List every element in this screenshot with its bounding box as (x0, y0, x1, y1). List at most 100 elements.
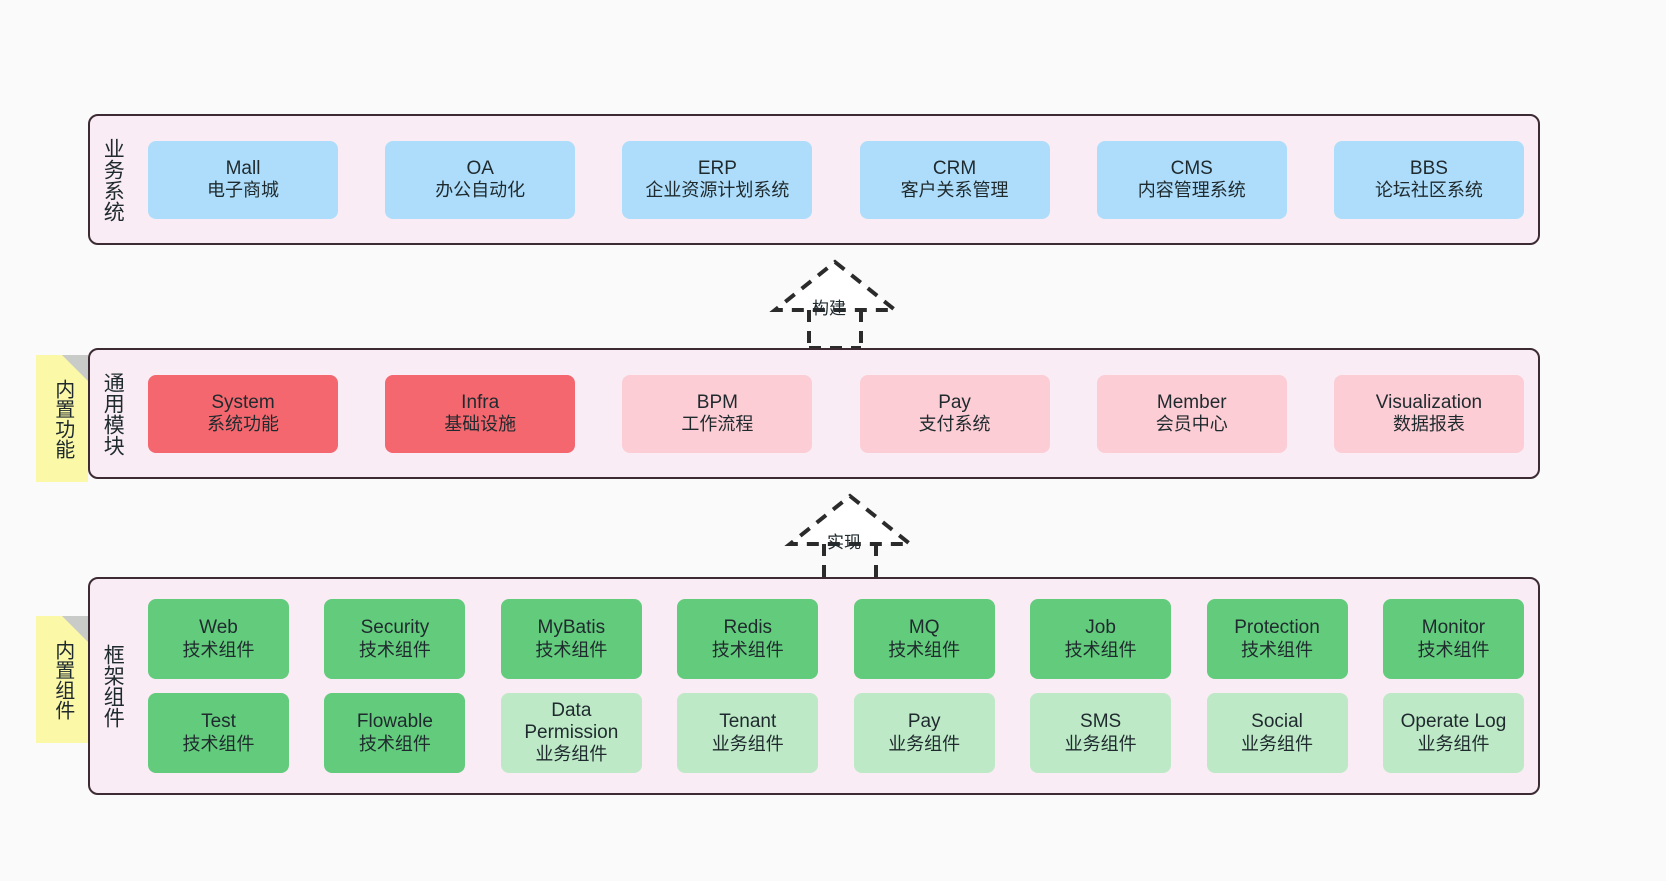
card-subtitle: 支付系统 (918, 414, 991, 435)
card-title: Web (199, 617, 238, 639)
card-subtitle: 业务组件 (1417, 733, 1490, 754)
card-title: BPM (696, 391, 738, 413)
card-flowable[interactable]: Flowable 技术组件 (324, 693, 466, 773)
card-cms[interactable]: CMS 内容管理系统 (1096, 140, 1287, 219)
card-mall[interactable]: Mall 电子商城 (148, 140, 338, 219)
card-subtitle: 电子商城 (207, 180, 279, 201)
card-title: CRM (932, 157, 977, 179)
card-system[interactable]: System 系统功能 (148, 374, 338, 453)
card-title: Infra (461, 391, 500, 413)
layer-title-modules: 通用模块 (101, 371, 125, 456)
card-subtitle: 系统功能 (207, 414, 279, 435)
card-title: Data Permission (524, 699, 619, 744)
card-infra[interactable]: Infra 基础设施 (385, 374, 576, 453)
note-builtin-features: 内置功能 (36, 355, 88, 482)
card-row-tech: Web 技术组件 Security 技术组件 MyBatis 技术组件 Redi… (148, 599, 1524, 679)
card-operate-log[interactable]: Operate Log 业务组件 (1382, 693, 1524, 773)
card-sms[interactable]: SMS 业务组件 (1030, 693, 1172, 773)
card-subtitle: 企业资源计划系统 (645, 180, 790, 201)
card-subtitle: 技术组件 (1064, 639, 1137, 660)
card-crm[interactable]: CRM 客户关系管理 (859, 140, 1050, 219)
note-text: 内置功能 (51, 378, 74, 459)
card-title: ERP (697, 157, 737, 179)
card-subtitle: 技术组件 (888, 639, 961, 660)
connector-label-implement: 实现 (827, 533, 861, 552)
card-job[interactable]: Job 技术组件 (1030, 599, 1172, 679)
card-title: Mall (225, 157, 261, 179)
card-web[interactable]: Web 技术组件 (148, 599, 289, 679)
card-subtitle: 会员中心 (1155, 414, 1228, 435)
card-subtitle: 技术组件 (182, 639, 255, 660)
card-title: System (211, 391, 275, 413)
card-subtitle: 工作流程 (681, 414, 754, 435)
card-subtitle: 内容管理系统 (1137, 180, 1246, 201)
note-fold-corner-icon (62, 355, 88, 381)
card-data-permission[interactable]: Data Permission 业务组件 (500, 693, 642, 773)
card-subtitle: 数据报表 (1392, 414, 1465, 435)
card-subtitle: 技术组件 (711, 639, 784, 660)
connector-label-build: 构建 (812, 299, 846, 318)
layer-title-business: 业务系统 (101, 137, 125, 222)
card-row: Mall 电子商城 OA 办公自动化 ERP 企业资源计划系统 CRM 客户关系… (148, 140, 1524, 219)
note-builtin-components: 内置组件 (36, 616, 88, 743)
card-subtitle: 技术组件 (1417, 639, 1490, 660)
card-title: Monitor (1421, 617, 1486, 639)
card-mq[interactable]: MQ 技术组件 (853, 599, 995, 679)
card-bbs[interactable]: BBS 论坛社区系统 (1333, 140, 1524, 219)
card-erp[interactable]: ERP 企业资源计划系统 (622, 140, 813, 219)
card-test[interactable]: Test 技术组件 (148, 693, 289, 773)
card-subtitle: 技术组件 (535, 639, 608, 660)
card-title: Tenant (719, 711, 777, 733)
card-title: Social (1251, 711, 1303, 733)
card-title: MyBatis (537, 617, 606, 639)
card-subtitle: 技术组件 (358, 639, 431, 660)
card-subtitle: 客户关系管理 (900, 180, 1009, 201)
card-row: System 系统功能 Infra 基础设施 BPM 工作流程 Pay 支付系统… (148, 374, 1524, 453)
card-pay-business[interactable]: Pay 业务组件 (853, 693, 995, 773)
card-monitor[interactable]: Monitor 技术组件 (1382, 599, 1524, 679)
card-mybatis[interactable]: MyBatis 技术组件 (500, 599, 642, 679)
card-title: Job (1085, 617, 1116, 639)
card-oa[interactable]: OA 办公自动化 (385, 140, 576, 219)
card-title: Protection (1234, 617, 1320, 639)
card-title: MQ (908, 617, 940, 639)
card-subtitle: 论坛社区系统 (1374, 180, 1483, 201)
card-pay[interactable]: Pay 支付系统 (859, 374, 1050, 453)
card-title: SMS (1080, 711, 1122, 733)
card-subtitle: 业务组件 (1241, 733, 1314, 754)
note-fold-corner-icon (62, 616, 88, 642)
card-title: Pay (938, 391, 971, 413)
card-subtitle: 办公自动化 (435, 180, 526, 201)
card-subtitle: 技术组件 (182, 733, 255, 754)
card-title: Member (1156, 391, 1227, 413)
card-tenant[interactable]: Tenant 业务组件 (677, 693, 819, 773)
card-subtitle: 业务组件 (1064, 733, 1137, 754)
card-member[interactable]: Member 会员中心 (1096, 374, 1287, 453)
layer-framework-components: 框架组件 Web 技术组件 Security 技术组件 MyBatis 技术组件… (88, 577, 1540, 795)
card-title: BBS (1409, 157, 1448, 179)
card-title: Visualization (1375, 391, 1483, 413)
card-security[interactable]: Security 技术组件 (324, 599, 466, 679)
layer-body-framework: Web 技术组件 Security 技术组件 MyBatis 技术组件 Redi… (134, 579, 1538, 793)
card-title: Pay (907, 711, 941, 733)
connector-build: 构建 (750, 258, 920, 350)
layer-common-modules: 通用模块 System 系统功能 Infra 基础设施 BPM 工作流程 Pay… (88, 348, 1540, 479)
card-bpm[interactable]: BPM 工作流程 (622, 374, 813, 453)
card-subtitle: 技术组件 (1241, 639, 1314, 660)
card-subtitle: 业务组件 (888, 733, 961, 754)
card-redis[interactable]: Redis 技术组件 (677, 599, 819, 679)
card-subtitle: 业务组件 (535, 744, 608, 765)
card-title: CMS (1170, 157, 1213, 179)
card-row-business: Test 技术组件 Flowable 技术组件 Data Permission … (148, 693, 1524, 773)
layer-business-systems: 业务系统 Mall 电子商城 OA 办公自动化 ERP 企业资源计划系统 CRM… (88, 114, 1540, 245)
card-subtitle: 技术组件 (358, 733, 431, 754)
card-title: Flowable (356, 711, 433, 733)
card-subtitle: 业务组件 (711, 733, 784, 754)
card-protection[interactable]: Protection 技术组件 (1206, 599, 1348, 679)
layer-title-framework: 框架组件 (101, 644, 125, 728)
layer-body-modules: System 系统功能 Infra 基础设施 BPM 工作流程 Pay 支付系统… (134, 350, 1538, 477)
card-subtitle: 基础设施 (444, 414, 517, 435)
card-visualization[interactable]: Visualization 数据报表 (1333, 374, 1524, 453)
card-social[interactable]: Social 业务组件 (1206, 693, 1348, 773)
